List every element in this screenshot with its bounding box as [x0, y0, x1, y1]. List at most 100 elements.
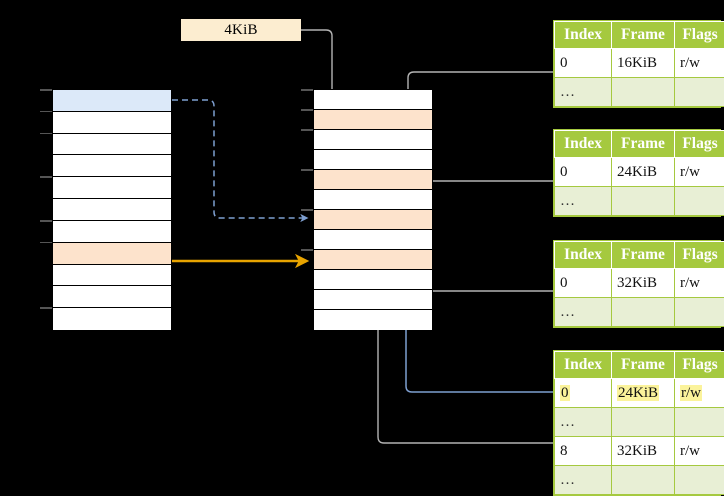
page-table-1-header-flags: Flags — [675, 22, 724, 49]
physical-memory-column-row-9[interactable] — [314, 270, 432, 290]
virtual-memory-column-row-7[interactable] — [53, 243, 171, 265]
page-table-2-cell-frame — [612, 187, 675, 216]
physical-memory-column-tick-4 — [301, 169, 313, 171]
physical-memory-column-tick-2 — [301, 129, 313, 131]
page-table-4-header-frame: Frame — [612, 352, 675, 379]
virtual-memory-column-row-0[interactable] — [53, 90, 171, 112]
page-table-3-header-frame: Frame — [612, 242, 675, 269]
physical-memory-column-tick-1 — [301, 109, 313, 111]
page-table-4-cell-flags — [675, 466, 724, 495]
virtual-memory-column-row-5[interactable] — [53, 199, 171, 221]
virtual-memory-column-row-3[interactable] — [53, 155, 171, 177]
physical-memory-column-tick-8 — [301, 249, 313, 251]
connector-virtual-row0-to-physical-row6 — [172, 100, 306, 218]
page-table-2-header-frame: Frame — [612, 131, 675, 158]
page-table-3-cell-index: 0 — [555, 269, 612, 298]
page-table-3-row[interactable]: … — [555, 298, 724, 327]
physical-memory-column-row-6[interactable] — [314, 210, 432, 230]
virtual-memory-column-row-8[interactable] — [53, 265, 171, 287]
virtual-memory-column-row-1[interactable] — [53, 112, 171, 134]
page-table-4-cell-flags — [675, 408, 724, 437]
page-table-4-cell-index: … — [555, 408, 612, 437]
page-table-4-cell-frame — [612, 466, 675, 495]
physical-memory-column — [313, 89, 433, 329]
physical-memory-column-row-8[interactable] — [314, 250, 432, 270]
page-table-3-header-flags: Flags — [675, 242, 724, 269]
page-table-3-cell-frame — [612, 298, 675, 327]
virtual-memory-column-row-10[interactable] — [53, 308, 171, 330]
virtual-memory-column-tick-4 — [40, 176, 52, 178]
page-table-2-cell-index: … — [555, 187, 612, 216]
connector-table3-to-physical — [426, 268, 560, 291]
physical-memory-column-row-10[interactable] — [314, 290, 432, 310]
physical-memory-column-row-1[interactable] — [314, 110, 432, 130]
page-table-4-header-index: Index — [555, 352, 612, 379]
page-table-3-header-index: Index — [555, 242, 612, 269]
page-table-4-header-flags: Flags — [675, 352, 724, 379]
physical-memory-column-row-5[interactable] — [314, 190, 432, 210]
physical-memory-column-tick-6 — [301, 209, 313, 211]
page-table-4-cell-flags: r/w — [675, 379, 724, 408]
page-table-1-row[interactable]: … — [555, 78, 724, 107]
page-table-4-row[interactable]: … — [555, 466, 724, 495]
virtual-memory-column-tick-6 — [40, 220, 52, 222]
page-table-2-cell-flags — [675, 187, 724, 216]
physical-memory-column-row-4[interactable] — [314, 170, 432, 190]
virtual-memory-column-row-4[interactable] — [53, 177, 171, 199]
page-table-4-cell-frame — [612, 408, 675, 437]
page-table-2-header-flags: Flags — [675, 131, 724, 158]
virtual-memory-column-tick-1 — [40, 111, 52, 113]
page-table-3-cell-flags — [675, 298, 724, 327]
physical-memory-column-row-0[interactable] — [314, 90, 432, 110]
page-table-2-cell-flags: r/w — [675, 158, 724, 187]
virtual-memory-column — [52, 89, 172, 329]
physical-memory-column-row-7[interactable] — [314, 230, 432, 250]
physical-memory-column-tick-0 — [301, 89, 313, 91]
size-label-text: 4KiB — [224, 22, 257, 39]
size-label-4kib: 4KiB — [181, 19, 301, 41]
virtual-memory-column-tick-7 — [40, 242, 52, 244]
virtual-memory-column-tick-10 — [40, 307, 52, 309]
page-table-4-row[interactable]: … — [555, 408, 724, 437]
page-table-3-cell-frame: 32KiB — [612, 269, 675, 298]
page-table-1-cell-frame — [612, 78, 675, 107]
virtual-memory-column-tick-0 — [40, 89, 52, 91]
physical-memory-column-row-11[interactable] — [314, 310, 432, 330]
page-table-4-cell-index: 0 — [555, 379, 612, 408]
page-table-1-cell-index: … — [555, 78, 612, 107]
page-table-4-cell-index: … — [555, 466, 612, 495]
virtual-memory-column-tick-2 — [40, 133, 52, 135]
page-table-2-header-index: Index — [555, 131, 612, 158]
connector-table2-to-physical — [419, 181, 560, 214]
page-table-2-row[interactable]: … — [555, 187, 724, 216]
page-table-1-cell-frame: 16KiB — [612, 49, 675, 78]
virtual-memory-column-row-6[interactable] — [53, 221, 171, 243]
page-table-1-header-frame: Frame — [612, 22, 675, 49]
page-table-2-cell-index: 0 — [555, 158, 612, 187]
page-table-4-cell-flags: r/w — [675, 437, 724, 466]
page-table-2-cell-frame: 24KiB — [612, 158, 675, 187]
virtual-memory-column-row-2[interactable] — [53, 134, 171, 156]
page-table-1-cell-flags — [675, 78, 724, 107]
page-table-4-cell-frame: 32KiB — [612, 437, 675, 466]
physical-memory-column-row-2[interactable] — [314, 130, 432, 150]
virtual-memory-column-row-9[interactable] — [53, 286, 171, 308]
page-table-4-cell-frame: 24KiB — [612, 379, 675, 408]
page-table-3-cell-index: … — [555, 298, 612, 327]
page-table-3-cell-flags: r/w — [675, 269, 724, 298]
physical-memory-column-row-3[interactable] — [314, 150, 432, 170]
page-table-1-header-index: Index — [555, 22, 612, 49]
